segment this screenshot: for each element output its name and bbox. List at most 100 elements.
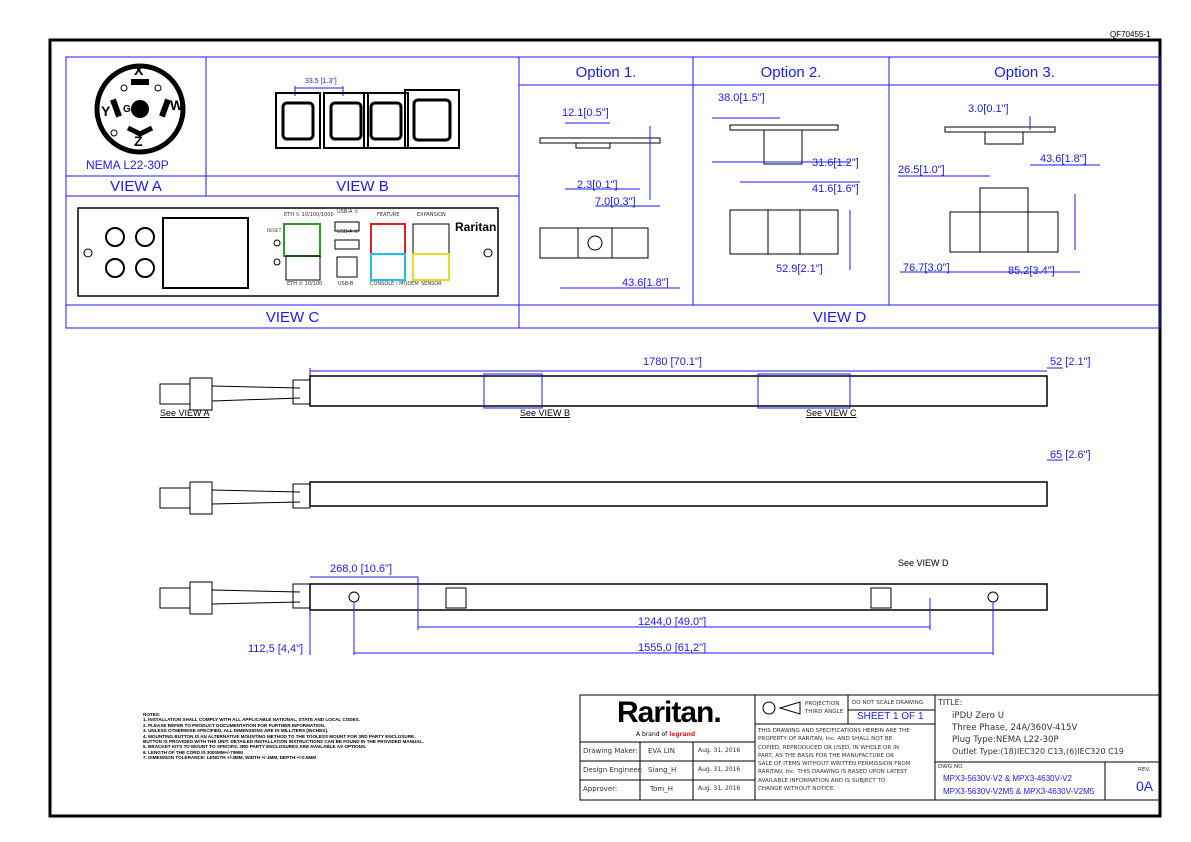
logo-subtitle: A brand of legrand	[636, 731, 695, 739]
pin-g: G	[123, 104, 131, 115]
title-line: Plug Type:NEMA L22-30P	[952, 735, 1059, 745]
note-line: 5. BRACKET KITS TO MOUNT TO SPECIFIC 3RD…	[143, 744, 367, 750]
view-b-dimension: 33.5 [1.3"]	[305, 78, 337, 85]
note-line: 6. LENGTH OF THE CORD IS 3000MM+/-70MM	[143, 749, 243, 755]
logo-sub-text: A brand of	[636, 731, 668, 738]
option2-drawing	[712, 117, 860, 270]
date-drawing-maker: Aug. 31, 2016	[698, 747, 741, 754]
title-lines: iPDU Zero U Three Phase, 24A/360V-415V P…	[952, 710, 1124, 758]
note-line: 4. MOUNTING BUTTON IS AN ALTERNATIVE MOU…	[143, 733, 416, 739]
note-line: BUTTON IS PROVIDED WITH THE UNIT. DETAIL…	[143, 739, 424, 745]
option1-drawing	[539, 122, 680, 289]
usb-a2-label: USB-A ②	[337, 229, 359, 235]
note-line: 7. DIMENSION TOLERANCE: LENGTH +/-3MM, W…	[143, 755, 317, 761]
dwg-no-label: DWG NO.	[938, 764, 965, 770]
dim-1555: 1555,0 [61,2"]	[638, 642, 707, 654]
date-approver: Aug. 31, 2016	[698, 785, 741, 792]
sensor-label: SENSOR	[421, 281, 442, 287]
eth1-label: ETH ① 10/100/1000	[284, 212, 334, 218]
usb-a1-label: USB-A ①	[337, 209, 359, 215]
option2-label: Option 2.	[760, 64, 822, 81]
name-design-engineer: Siang_H	[648, 766, 677, 774]
pdu-front-view	[159, 367, 1063, 411]
o2-dim-b: 31.6[1.2"]	[812, 157, 859, 169]
o3-dim-d: 76.7[3.0"]	[903, 262, 950, 274]
disclaimer-line: PART, AS THE BASIS FOR THE MANUFACTURE O…	[758, 752, 895, 759]
o2-dim-c: 41.6[1.6"]	[812, 183, 859, 195]
option1-label: Option 1.	[575, 64, 637, 81]
disclaimer: THIS DRAWING AND SPECIFICATIONS HEREIN A…	[758, 727, 911, 793]
role-design-engineer: Design Engineer:	[583, 766, 643, 774]
dwg-line: MPX3-5630V-V2M5 & MPX3-4630V-V2M5	[943, 787, 1095, 796]
name-approver: Tom_H	[650, 785, 673, 793]
title-line: Outlet Type:(18)IEC320 C13,(6)IEC320 C19	[952, 747, 1124, 756]
role-drawing-maker: Drawing Maker:	[583, 747, 638, 755]
o1-dim-c: 7.0[0.3"]	[595, 196, 636, 208]
dim-length: 1780 [70.1"]	[643, 356, 702, 368]
dwg-line: MPX3-5630V-V2 & MPX3-4630V-V2	[943, 774, 1072, 783]
feature-label: FEATURE	[377, 212, 400, 218]
raritan-logo: Raritan.	[617, 696, 722, 729]
console-label: CONSOLE / MODEM	[370, 281, 419, 287]
disclaimer-line: SALE OF ITEMS WITHOUT WRITTEN PERMISSION…	[758, 761, 911, 768]
pin-x: X	[134, 62, 144, 78]
date-design-engineer: Aug. 31, 2016	[698, 766, 741, 773]
name-drawing-maker: EVA LIN	[648, 747, 675, 755]
dim-268: 268,0 [10.6"]	[330, 563, 393, 575]
view-c-label: VIEW C	[265, 309, 320, 326]
dwg-no-lines: MPX3-5630V-V2 & MPX3-4630V-V2 MPX3-5630V…	[943, 772, 1094, 798]
callout-see-c: See VIEW C	[806, 408, 857, 418]
projection-label: PROJECTION	[805, 701, 840, 707]
nema-plug-face	[94, 63, 186, 155]
title-line: Three Phase, 24A/360V-415V	[952, 723, 1078, 733]
rev-value: 0A	[1136, 778, 1154, 794]
pdu-side-view	[159, 459, 1063, 515]
title-line: iPDU Zero U	[952, 711, 1005, 721]
disclaimer-line: CHANGE WITHOUT NOTICE.	[758, 786, 836, 793]
disclaimer-line: AVAILABLE INFORMATION AND IS SUBJECT TO	[758, 777, 886, 784]
o3-dim-b: 26.5[1.0"]	[898, 164, 945, 176]
document-code: QF70455-1	[1110, 30, 1151, 39]
disclaimer-line: RARITAN, Inc. THIS DRAWING IS BASED UPON…	[758, 769, 908, 776]
o1-dim-b: 2.3[0.1"]	[577, 179, 618, 191]
rev-label: REV.	[1138, 767, 1151, 773]
option3-drawing	[898, 116, 1100, 273]
pin-w: W	[170, 97, 184, 113]
eth2-label: ETH ② 10/100	[287, 281, 323, 287]
o1-dim-d: 43.6[1.8"]	[622, 277, 669, 289]
usb-b-label: USB-B	[338, 281, 354, 287]
reset-label: RESET	[267, 229, 282, 234]
role-approver: Approver:	[583, 785, 618, 793]
disclaimer-line: COPIED, REPRODUCED OR USED, IN WHOLE OR …	[758, 744, 899, 751]
dim-depth: 65 [2.6"]	[1050, 449, 1091, 461]
notes-block: NOTES: 1. INSTALLATION SHALL COMPLY WITH…	[143, 712, 424, 761]
nema-label: NEMA L22-30P	[86, 158, 169, 172]
option3-label: Option 3.	[994, 64, 1055, 81]
note-line: 2. PLEASE REFER TO PRODUCT DOCUMENTATION…	[143, 722, 326, 728]
sheet-label: SHEET 1 OF 1	[857, 711, 924, 722]
dim-1244: 1244,0 [49.0"]	[638, 616, 707, 628]
title-label: TITLE:	[938, 698, 963, 707]
pdu-back-view	[159, 576, 1048, 655]
view-c-controller	[77, 207, 499, 297]
view-d-label: VIEW D	[812, 309, 867, 326]
do-not-scale-label: DO NOT SCALE DRAWING	[852, 700, 924, 706]
dim-width: 52 [2.1"]	[1050, 356, 1091, 368]
disclaimer-line: THIS DRAWING AND SPECIFICATIONS HEREIN A…	[758, 728, 910, 734]
view-b-label: VIEW B	[336, 178, 389, 195]
callout-see-d: See VIEW D	[898, 558, 949, 568]
o2-dim-a: 38.0[1.5"]	[718, 92, 765, 104]
legrand-brand: legrand	[669, 731, 696, 738]
disclaimer-line: PROPERTY OF RARITAN, Inc. AND SHALL NOT …	[758, 736, 893, 743]
note-line: 3. UNLESS OTHERWISE SPECIFIED, ALL DIMEN…	[143, 728, 329, 734]
callout-see-a: See VIEW A	[160, 408, 210, 418]
third-angle-label: THIRD ANGLE	[805, 709, 844, 715]
view-b-outlets	[275, 86, 460, 149]
o1-dim-a: 12.1[0.5"]	[562, 107, 609, 119]
note-line: NOTES:	[143, 712, 161, 717]
pin-z: Z	[134, 133, 143, 149]
o3-dim-e: 85.2[3.4"]	[1008, 265, 1055, 277]
o3-dim-a: 3.0[0.1"]	[968, 103, 1009, 115]
pin-y: Y	[101, 103, 111, 119]
